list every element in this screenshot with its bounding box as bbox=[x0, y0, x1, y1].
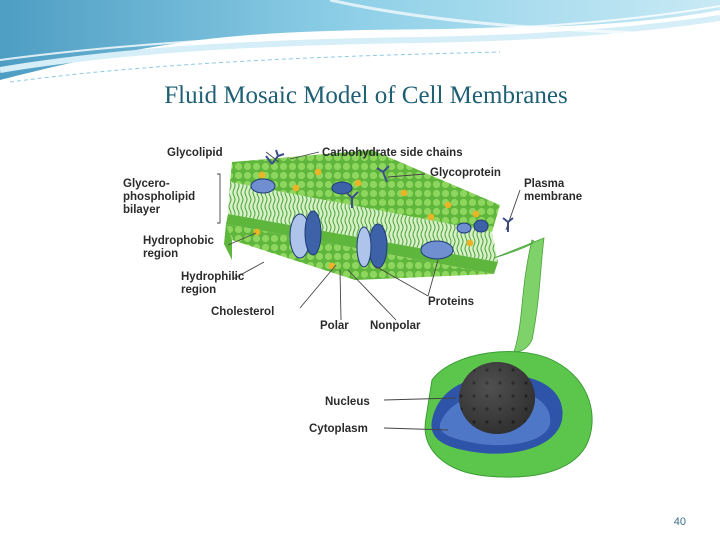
label-plasma-1: Plasma bbox=[524, 178, 565, 190]
label-hydrophilic-2: region bbox=[181, 284, 216, 296]
label-nonpolar: Nonpolar bbox=[370, 320, 421, 332]
slide-title: Fluid Mosaic Model of Cell Membranes bbox=[164, 82, 568, 109]
slide-number: 40 bbox=[673, 516, 686, 528]
membrane-proteins bbox=[250, 178, 489, 269]
label-glycolipid: Glycolipid bbox=[167, 147, 223, 159]
label-hydrophobic-2: region bbox=[143, 248, 178, 260]
leader-lines bbox=[217, 151, 521, 431]
label-hydrophobic-1: Hydrophobic bbox=[143, 235, 215, 247]
cell-illustration bbox=[424, 351, 593, 478]
label-carbohydrate-side-chains: Carbohydrate side chains bbox=[322, 147, 463, 159]
label-glycero-2: phospholipid bbox=[123, 191, 195, 203]
label-glycoprotein: Glycoprotein bbox=[430, 167, 501, 179]
label-hydrophilic-1: Hydrophilic bbox=[181, 271, 245, 283]
carbohydrate-chains bbox=[265, 149, 514, 232]
label-polar: Polar bbox=[320, 320, 349, 332]
label-cytoplasm: Cytoplasm bbox=[309, 423, 368, 435]
diagram-labels: Glycolipid Carbohydrate side chains Glyc… bbox=[123, 147, 582, 435]
label-glycero-3: bilayer bbox=[123, 204, 161, 216]
label-glycero-1: Glycero- bbox=[123, 178, 170, 190]
label-cholesterol: Cholesterol bbox=[211, 306, 274, 318]
label-plasma-2: membrane bbox=[524, 191, 582, 203]
header-swoosh bbox=[0, 0, 720, 83]
membrane-stalk bbox=[493, 237, 545, 353]
label-proteins: Proteins bbox=[428, 296, 474, 308]
label-nucleus: Nucleus bbox=[325, 396, 370, 408]
